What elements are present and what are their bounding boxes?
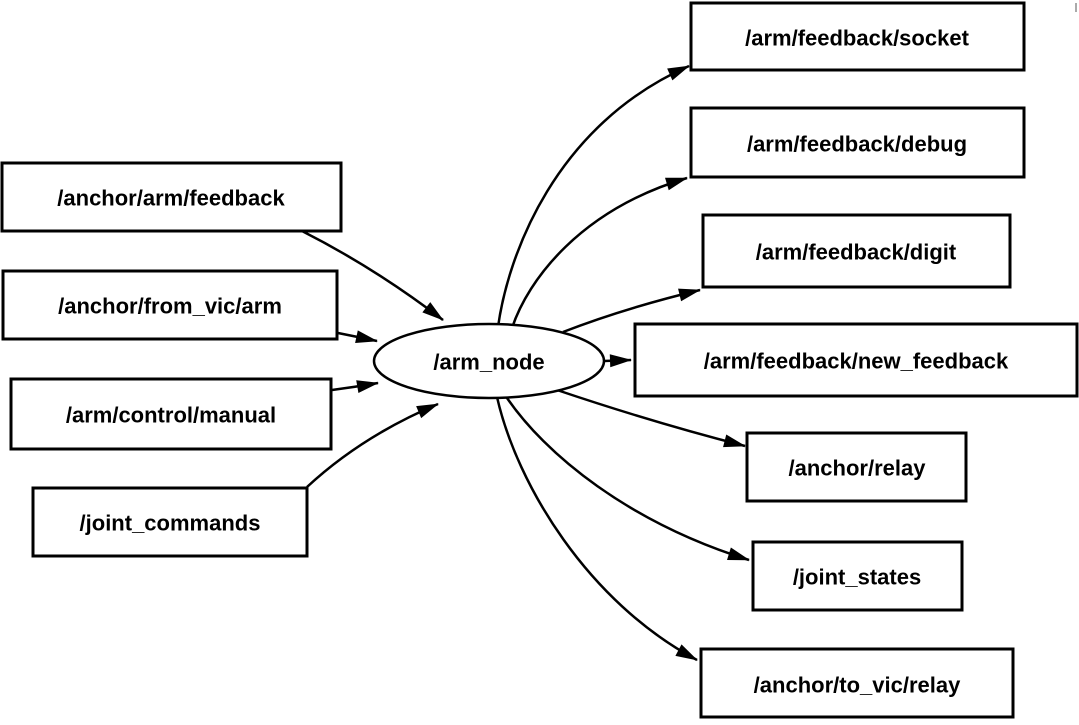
screen-edge-artifact (1075, 3, 1077, 12)
topic-box-arm-feedback-socket: /arm/feedback/socket (689, 1, 1026, 72)
topic-box-arm-feedback-digit: /arm/feedback/digit (701, 213, 1012, 289)
topic-box-joint-states: /joint_states (751, 540, 964, 612)
topic-label-arm-feedback-socket: /arm/feedback/socket (745, 26, 969, 51)
topic-box-anchor-from-vic-arm: /anchor/from_vic/arm (1, 269, 339, 341)
topic-box-anchor-relay: /anchor/relay (745, 431, 968, 503)
topic-label-joint-states: /joint_states (793, 565, 921, 590)
edge-arm-control-manual-to-arm-node (331, 380, 379, 394)
edge-arm-node-to-arm-feedback-socket (496, 64, 690, 328)
topic-box-anchor-to-vic-relay: /anchor/to_vic/relay (699, 647, 1015, 719)
edge-arm-node-to-arm-feedback-new-feedback (603, 354, 632, 368)
node-arm-node: /arm_node (372, 322, 606, 400)
node-label-arm-node: /arm_node (433, 350, 544, 375)
edge-arm-node-to-arm-feedback-digit (562, 288, 701, 334)
topic-label-arm-control-manual: /arm/control/manual (66, 403, 276, 428)
edge-joint-commands-to-arm-node (306, 402, 439, 488)
topic-box-arm-control-manual: /arm/control/manual (9, 377, 333, 451)
topic-label-arm-feedback-new-feedback: /arm/feedback/new_feedback (704, 349, 1009, 374)
topic-box-arm-feedback-new-feedback: /arm/feedback/new_feedback (633, 322, 1079, 398)
topic-box-arm-feedback-debug: /arm/feedback/debug (689, 106, 1026, 179)
topic-label-anchor-arm-feedback: /anchor/arm/feedback (57, 186, 285, 211)
topic-label-joint-commands: /joint_commands (80, 511, 261, 536)
topic-box-joint-commands: /joint_commands (31, 486, 309, 558)
edge-arm-node-to-anchor-to-vic-relay (495, 396, 698, 662)
topic-box-anchor-arm-feedback: /anchor/arm/feedback (0, 161, 343, 233)
topic-label-arm-feedback-digit: /arm/feedback/digit (756, 240, 957, 265)
topic-label-anchor-to-vic-relay: /anchor/to_vic/relay (754, 673, 961, 698)
edge-arm-node-to-joint-states (503, 394, 750, 562)
edge-arm-node-to-arm-feedback-debug (510, 176, 688, 329)
edge-anchor-from-vic-arm-to-arm-node (337, 330, 378, 344)
topic-label-anchor-from-vic-arm: /anchor/from_vic/arm (58, 294, 282, 319)
topic-label-arm-feedback-debug: /arm/feedback/debug (747, 132, 967, 157)
edge-anchor-arm-feedback-to-arm-node (301, 229, 444, 321)
topic-label-anchor-relay: /anchor/relay (789, 456, 927, 481)
edge-arm-node-to-anchor-relay (556, 388, 746, 448)
